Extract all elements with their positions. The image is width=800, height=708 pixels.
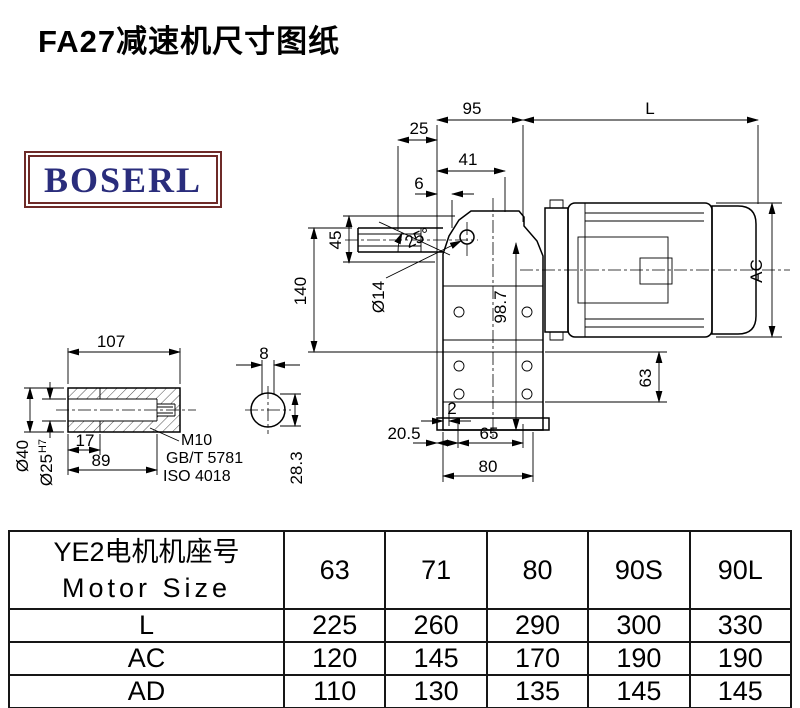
value-cell: 290 <box>485 608 590 643</box>
value-cell: 110 <box>282 674 387 708</box>
page-title: FA27减速机尺寸图纸 <box>38 24 341 59</box>
boserl-logo: BOSERL <box>24 151 222 208</box>
frame-size-cell: 63 <box>282 530 387 610</box>
dim-dia40: Ø40 <box>13 440 32 472</box>
row-label-AC: AC <box>8 641 285 676</box>
value-cell: 135 <box>485 674 590 708</box>
label-m10: M10 <box>181 432 212 449</box>
dimension-labels: 95 L 25 41 6 45 140 Ø14 25° 98.7 AC 63 2… <box>13 99 766 486</box>
dim-80: 80 <box>479 457 498 476</box>
value-cell: 145 <box>688 674 793 708</box>
m10-leader-line <box>149 427 180 442</box>
frame-size-cell: 90S <box>587 530 691 610</box>
dim-dia25-tolerance: H7 <box>37 439 49 453</box>
dim-41: 41 <box>459 150 478 169</box>
dimension-lines <box>310 116 776 480</box>
value-cell: 225 <box>282 608 387 643</box>
frame-size-cell: 80 <box>485 530 590 610</box>
row-label-AD: AD <box>8 674 285 708</box>
dim-25: 25 <box>410 119 429 138</box>
dim-20-5: 20.5 <box>387 424 420 443</box>
dim-dia14: Ø14 <box>369 281 388 313</box>
dim-98-7: 98.7 <box>491 290 510 323</box>
row-label-L: L <box>8 608 285 643</box>
value-cell: 170 <box>485 641 590 676</box>
value-cell: 190 <box>688 641 793 676</box>
value-cell: 260 <box>384 608 488 643</box>
dim-L: L <box>645 99 654 118</box>
table-row-AC: AC 120 145 170 190 190 <box>8 641 793 676</box>
value-cell: 145 <box>384 641 488 676</box>
value-cell: 330 <box>688 608 793 643</box>
dim-107: 107 <box>97 332 125 351</box>
motor-size-header-cell: YE2电机机座号 Motor Size <box>8 530 285 610</box>
table-row-AD: AD 110 130 135 145 145 <box>8 674 793 708</box>
frame-size-cell: 90L <box>688 530 793 610</box>
dim-65: 65 <box>480 424 499 443</box>
value-cell: 130 <box>384 674 488 708</box>
gearbox-housing <box>436 210 550 431</box>
value-cell: 120 <box>282 641 387 676</box>
dim-2: 2 <box>447 399 456 418</box>
dim-17: 17 <box>76 431 95 450</box>
frame-size-cell: 71 <box>384 530 488 610</box>
value-cell: 190 <box>587 641 691 676</box>
fan-cover <box>711 205 757 335</box>
motor <box>544 199 757 341</box>
dim-28-3: 28.3 <box>287 451 306 484</box>
boserl-logo-text: BOSERL <box>43 159 203 200</box>
motor-size-table: YE2电机机座号 Motor Size 63 71 80 90S 90L L 2… <box>8 530 793 708</box>
dim-45: 45 <box>326 231 345 250</box>
value-cell: 300 <box>587 608 691 643</box>
label-gbt5781: GB/T 5781 <box>166 450 243 467</box>
table-header-row: YE2电机机座号 Motor Size 63 71 80 90S 90L <box>8 530 793 610</box>
shaft-cross-section <box>236 360 301 434</box>
dim-89: 89 <box>92 451 111 470</box>
input-shaft <box>357 221 451 256</box>
value-cell: 145 <box>587 674 691 708</box>
dim-63: 63 <box>636 369 655 388</box>
label-iso4018: ISO 4018 <box>163 468 231 485</box>
dim-6: 6 <box>414 174 423 193</box>
dim-140: 140 <box>291 277 310 305</box>
hollow-shaft-detail <box>24 348 196 475</box>
main-view <box>345 198 790 440</box>
motor-size-label-cn: YE2电机机座号 <box>53 536 240 567</box>
dim-dia25: Ø25 <box>37 454 56 486</box>
dim-AC: AC <box>747 259 766 283</box>
dim-95: 95 <box>463 99 482 118</box>
dim-8: 8 <box>259 344 268 363</box>
dimension-drawing: 95 L 25 41 6 45 140 Ø14 25° 98.7 AC 63 2… <box>13 99 790 486</box>
table-row-L: L 225 260 290 300 330 <box>8 608 793 643</box>
motor-size-label-en: Motor Size <box>61 573 232 603</box>
